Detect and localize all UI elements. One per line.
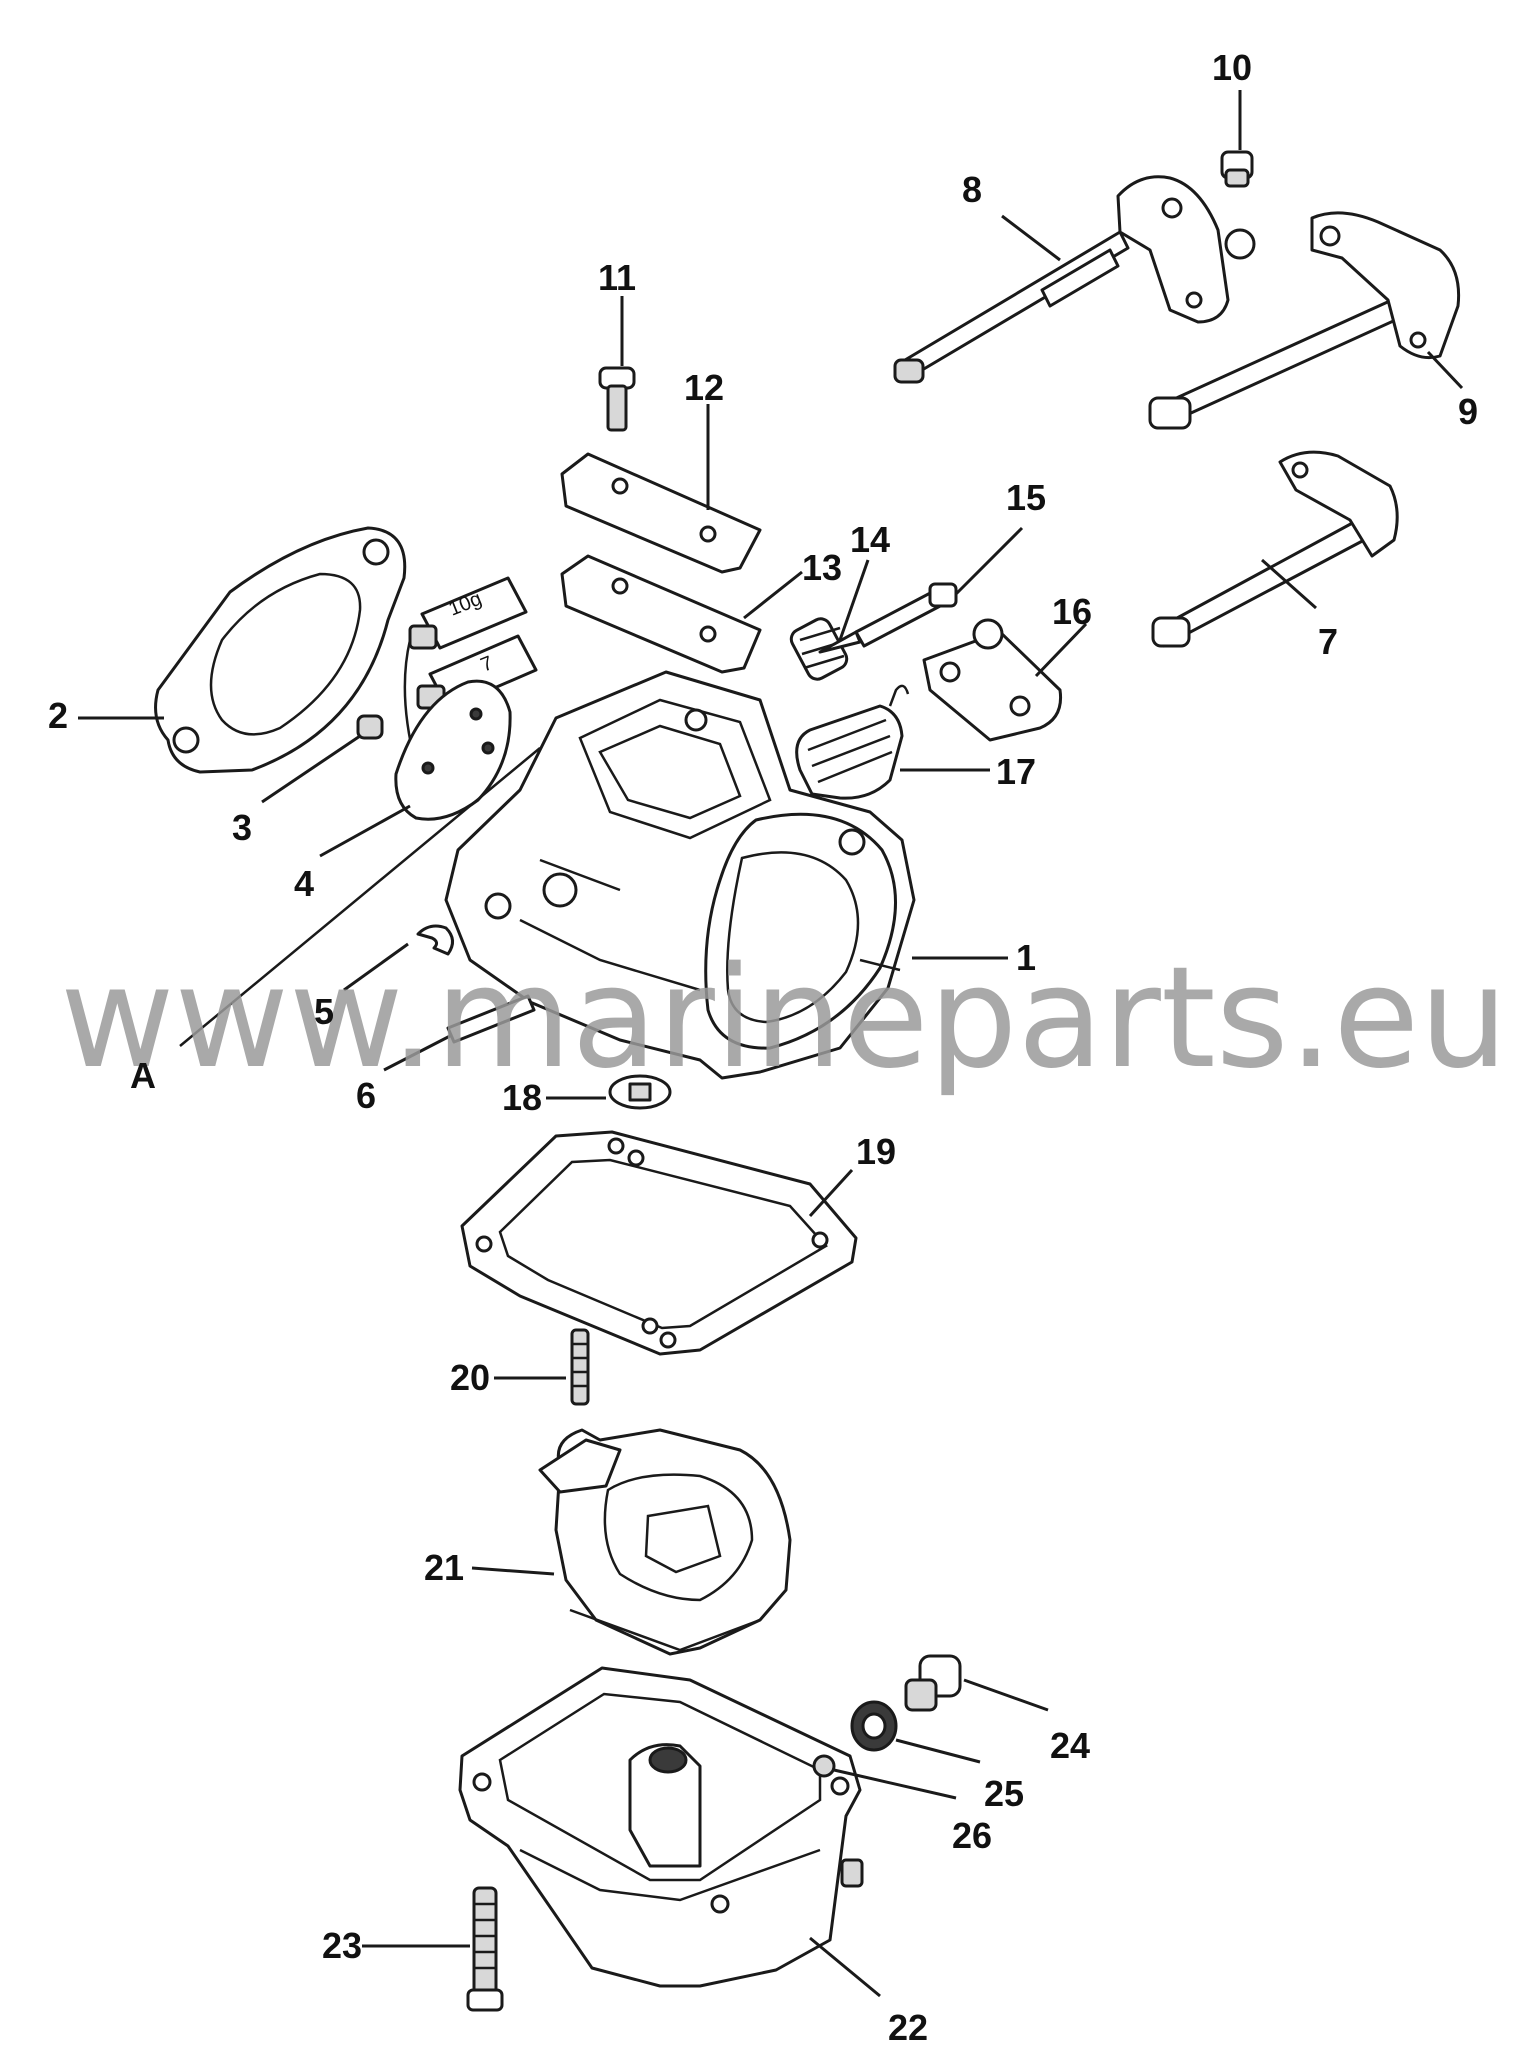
callout-18: 18 (502, 1077, 542, 1118)
callout-labels: 10 8 9 7 11 12 13 14 15 16 17 2 3 4 1 5 … (48, 47, 1478, 2048)
callout-20: 20 (450, 1357, 490, 1398)
callout-10: 10 (1212, 47, 1252, 88)
callout-16: 16 (1052, 591, 1092, 632)
part-9-throttle-shaft (1148, 211, 1461, 430)
callout-17: 17 (996, 751, 1036, 792)
part-2-flange-gasket (154, 526, 407, 774)
callout-2: 2 (48, 695, 68, 736)
part-15-needle-screw (818, 582, 958, 654)
callout-13: 13 (802, 547, 842, 588)
leader-lines (78, 90, 1464, 1998)
reference-line-a (179, 747, 541, 1047)
part-20-stud (570, 1328, 590, 1406)
part-17-spring (795, 684, 910, 800)
callout-24: 24 (1050, 1725, 1090, 1766)
part-14-spring (789, 617, 849, 681)
part-10-screw (1220, 150, 1254, 188)
part-5-clip (416, 924, 454, 956)
part-19-bowl-gasket (460, 1130, 858, 1356)
callout-23: 23 (322, 1925, 362, 1966)
callout-4: 4 (294, 863, 314, 904)
part-21-float (538, 1428, 792, 1656)
part-23-bolt (466, 1886, 504, 2012)
callout-14: 14 (850, 519, 890, 560)
callout-9: 9 (1458, 391, 1478, 432)
callout-21: 21 (424, 1547, 464, 1588)
callout-6: 6 (356, 1075, 376, 1116)
callout-26: 26 (952, 1815, 992, 1856)
callout-11: 11 (598, 257, 636, 298)
callout-19: 19 (856, 1131, 896, 1172)
part-18-washer (608, 1074, 672, 1110)
part-4-diaphragm (394, 679, 512, 821)
watermark-text: www.marineparts.eu (60, 937, 1508, 1100)
callout-1: 1 (1016, 937, 1036, 978)
part-24-drain-plug (904, 1654, 962, 1712)
callout-15: 15 (1006, 477, 1046, 518)
part-7-shaft (1151, 450, 1399, 648)
part-25-o-ring (850, 1700, 898, 1752)
part-13-gasket (560, 554, 762, 674)
callout-12: 12 (684, 367, 724, 408)
part-1-carburetor-body (444, 670, 916, 1080)
callout-8: 8 (962, 169, 982, 210)
part-6-pin (446, 994, 536, 1044)
callout-5: 5 (314, 991, 334, 1032)
callout-3: 3 (232, 807, 252, 848)
part-16-bracket-plate (922, 618, 1063, 742)
callout-A: A (130, 1055, 156, 1096)
part-12-cover-plate (560, 452, 762, 574)
callout-25: 25 (984, 1773, 1024, 1814)
part-3-nut (356, 714, 384, 740)
callout-22: 22 (888, 2007, 928, 2048)
part-8-lever-shaft (893, 175, 1256, 384)
sealant-tube-1: 10g (408, 576, 528, 650)
part-22-float-bowl (458, 1666, 864, 1988)
callout-7: 7 (1318, 621, 1338, 662)
part-11-screw (598, 366, 636, 432)
part-26-small-screw (812, 1754, 836, 1778)
